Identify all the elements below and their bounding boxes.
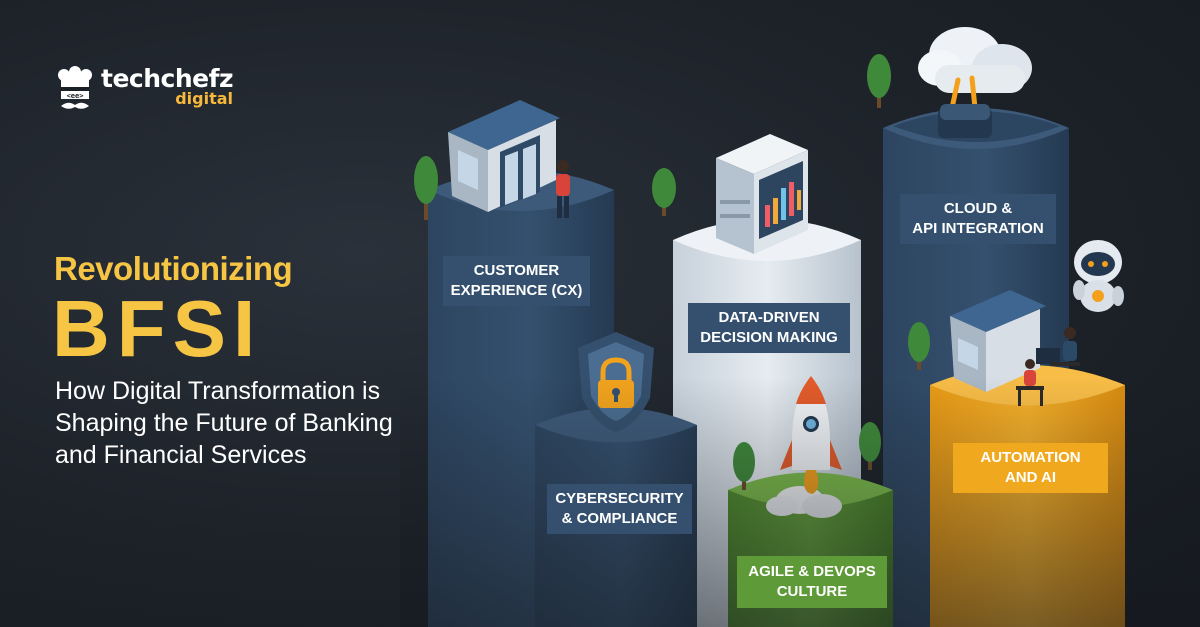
brand-name: techchefz [101,64,234,93]
label-agile-devops: AGILE & DEVOPS CULTURE [737,556,887,608]
label-cloud-api: CLOUD & API INTEGRATION [900,194,1056,244]
headline-kicker: Revolutionizing [54,250,293,287]
headline-hero: BFSI [52,284,263,373]
label-cybersecurity: CYBERSECURITY & COMPLIANCE [547,484,692,534]
label-automation-ai: AUTOMATION AND AI [953,443,1108,493]
label-customer-experience: CUSTOMER EXPERIENCE (CX) [443,256,590,306]
headline-subtitle: How Digital Transformation is Shaping th… [55,377,393,469]
svg-text:<ee>: <ee> [67,92,84,100]
label-data-driven: DATA-DRIVEN DECISION MAKING [688,303,850,353]
brand-sub: digital [175,89,234,108]
brand-logo: <ee> techchefz digital [55,64,234,114]
chef-hat-mustache-icon: <ee> [58,66,92,109]
